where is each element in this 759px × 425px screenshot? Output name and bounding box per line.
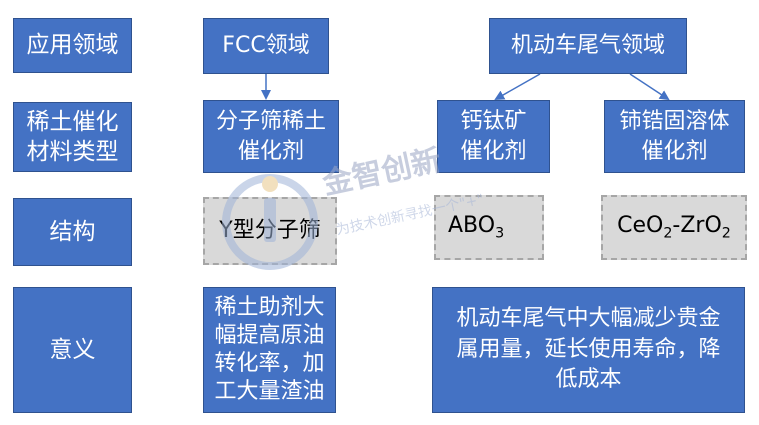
zro2-subscript: 2: [721, 225, 731, 242]
row-label-structure: 结构: [13, 198, 132, 266]
field-fcc-text: FCC领域: [222, 33, 310, 59]
ceo2-base: CeO: [617, 213, 664, 239]
field-vehicle-exhaust-text: 机动车尾气领域: [510, 33, 665, 59]
row-label-significance-text: 意义: [49, 336, 96, 363]
significance-fcc-text: 稀土助剂大 幅提高原油 转化率，加 工大量渣油: [214, 294, 325, 405]
abo3-base: ABO: [448, 213, 496, 239]
ceo2-subscript: 2: [663, 225, 673, 242]
row-label-significance: 意义: [13, 287, 132, 413]
structure-ceo2-zro2-text: CeO2-ZrO2: [617, 211, 731, 243]
catalyst-perovskite: 钙钛矿 催化剂: [437, 100, 550, 173]
zro2-base: -ZrO: [672, 213, 722, 239]
field-fcc: FCC领域: [203, 18, 329, 74]
field-vehicle-exhaust: 机动车尾气领域: [489, 18, 687, 74]
catalyst-perovskite-text: 钙钛矿 催化剂: [460, 109, 527, 164]
structure-abo3-text: ABO3: [448, 211, 504, 243]
catalyst-zeolite: 分子筛稀土 催化剂: [203, 100, 339, 173]
significance-vehicle: 机动车尾气中大幅减少贵金 属用量，延长使用寿命，降 低成本: [432, 287, 745, 413]
structure-ceo2-zro2: CeO2-ZrO2: [601, 195, 747, 260]
catalyst-zeolite-text: 分子筛稀土 催化剂: [215, 109, 326, 164]
structure-y-zeolite-text: Y型分子筛: [219, 218, 321, 244]
catalyst-ceria-zirconia-text: 铈锆固溶体 催化剂: [619, 109, 730, 164]
arrow-vehicle-to-ceria-zirconia: [629, 73, 670, 101]
abo3-subscript: 3: [495, 225, 505, 242]
significance-fcc: 稀土助剂大 幅提高原油 转化率，加 工大量渣油: [203, 287, 336, 413]
arrow-vehicle-to-perovskite: [494, 73, 541, 100]
structure-abo3: ABO3: [434, 195, 544, 260]
structure-y-zeolite: Y型分子筛: [203, 197, 337, 265]
significance-vehicle-text: 机动车尾气中大幅减少贵金 属用量，延长使用寿命，降 低成本: [456, 306, 721, 393]
row-label-material-type-text: 稀土催化 材料类型: [26, 108, 119, 165]
row-label-material-type: 稀土催化 材料类型: [13, 102, 132, 172]
row-label-structure-text: 结构: [49, 218, 96, 245]
catalyst-ceria-zirconia: 铈锆固溶体 催化剂: [604, 100, 745, 173]
row-label-application: 应用领域: [13, 18, 132, 73]
row-label-application-text: 应用领域: [26, 32, 119, 59]
